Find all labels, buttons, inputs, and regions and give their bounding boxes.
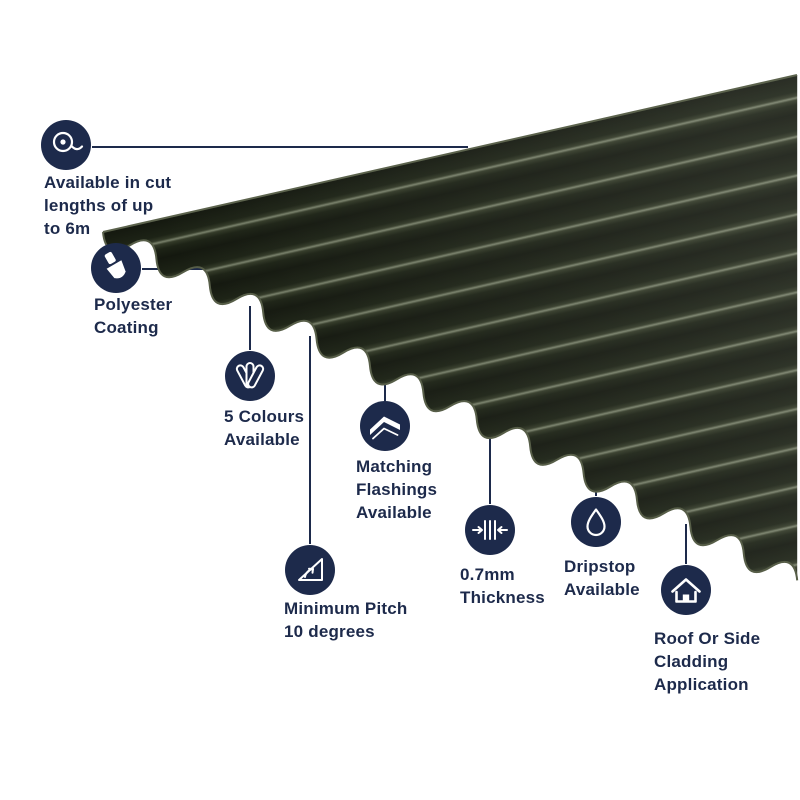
feature-label-cut-lengths: Available in cut lengths of up to 6m [44,173,172,238]
icon-badge [571,497,621,547]
feature-label-pitch: Minimum Pitch 10 degrees [284,599,408,641]
icon-badge [661,565,711,615]
droplet-icon [571,497,621,547]
feature-label-polyester: Polyester Coating [94,295,173,337]
colour-swatch-icon [225,351,275,401]
flashing-icon [360,401,410,451]
feature-label-dripstop: Dripstop Available [564,557,640,599]
paintbrush-icon [91,243,141,293]
feature-label-thickness: 0.7mm Thickness [460,565,545,607]
feature-label-flashings: Matching Flashings Available [356,457,438,522]
icon-badge [41,120,91,170]
thickness-icon [465,505,515,555]
feature-label-colours: 5 Colours Available [224,407,305,449]
sheet-front-edge [102,231,799,581]
icon-badge [360,401,410,451]
sheet-top-edge [102,74,798,233]
pitch-angle-icon [285,545,335,595]
tape-measure-icon [41,120,91,170]
feature-label-cladding: Roof Or Side Cladding Application [654,629,761,694]
house-icon [661,565,711,615]
corrugated-sheet [102,74,799,581]
